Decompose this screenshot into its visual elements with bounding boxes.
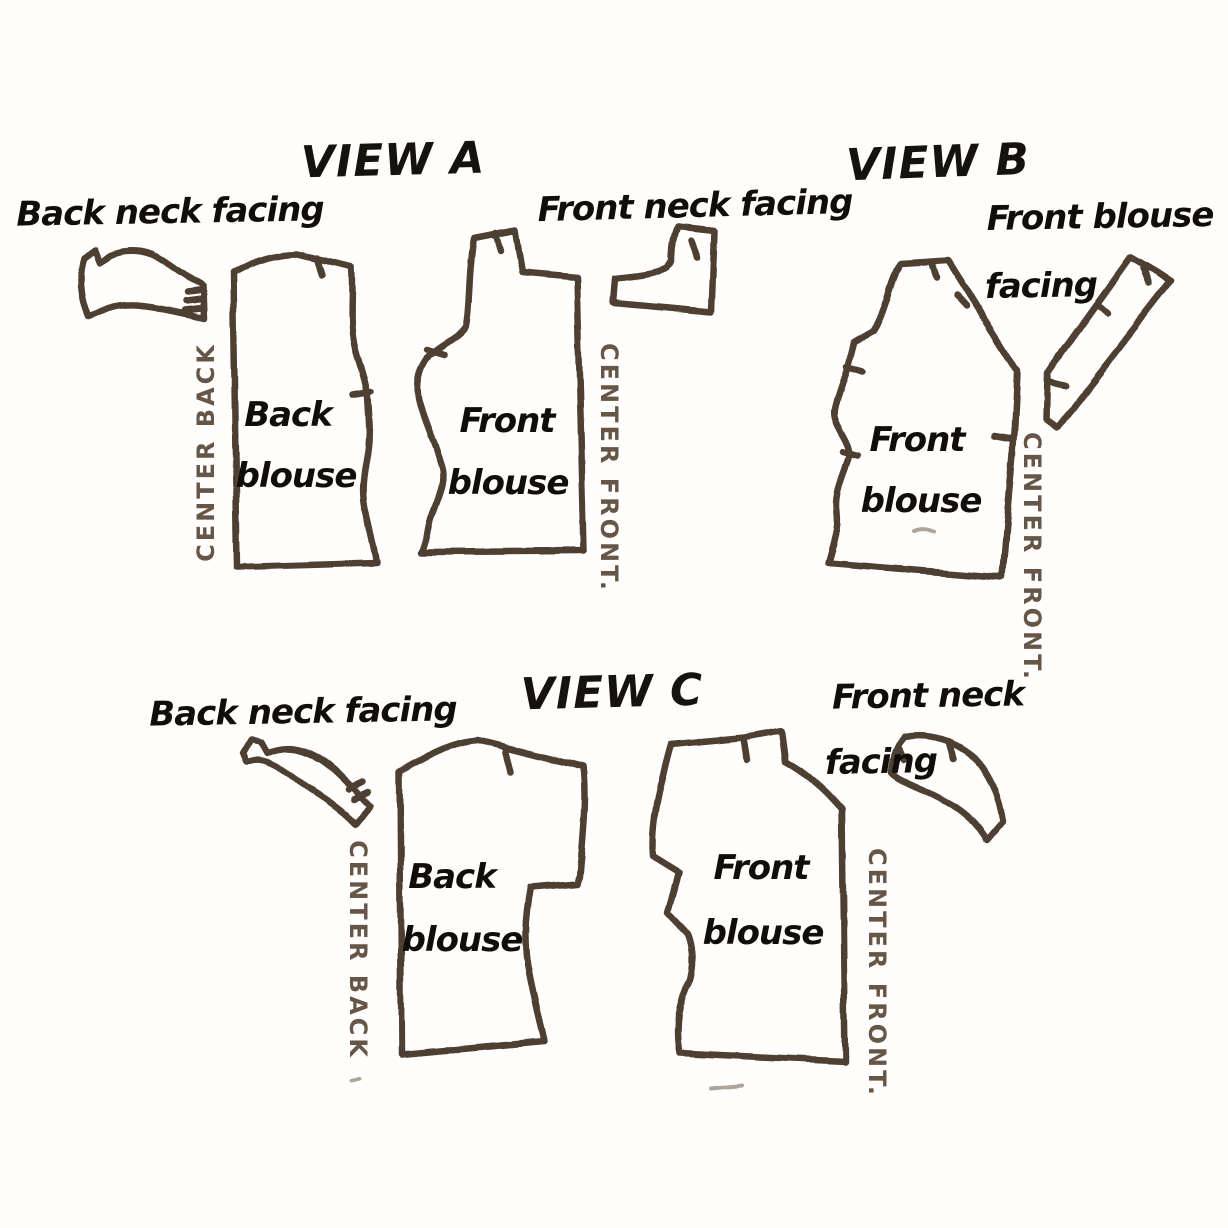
view-b-front-blouse-facing-outline — [1042, 253, 1175, 431]
view-a-center-front-stamp: CENTER FRONT. — [595, 343, 623, 593]
view-a-front-neck-facing-outline — [610, 223, 718, 316]
view-c-back-neck-facing-outline — [239, 734, 375, 827]
view-c-front-blouse-label-line1: Front — [713, 848, 809, 888]
view-c-front-neck-facing-outline — [888, 732, 1007, 845]
view-a-front-blouse-label-line2: blouse — [447, 463, 570, 503]
view-c-center-front-stamp: CENTER FRONT. — [863, 848, 891, 1098]
view-c-front-blouse-label-line2: blouse — [702, 913, 825, 953]
view-a-back-blouse-label-line1: Back — [244, 395, 333, 435]
view-c-back-neck-facing-label: Back neck facing — [148, 689, 458, 735]
view-b-front-blouse-facing-label-line1: Front blouse — [986, 195, 1214, 239]
view-c-front-blouse-outline — [649, 726, 849, 1065]
view-c-front-neck-facing-label-line2: facing — [824, 741, 938, 783]
view-c-front-neck-facing-label-line1: Front neck — [831, 674, 1025, 718]
view-c-back-blouse-label-line2: blouse — [401, 920, 524, 960]
view-a-back-neck-facing-outline — [77, 245, 208, 322]
view-a-front-neck-facing-label: Front neck facing — [537, 181, 853, 231]
view-b-front-blouse-outline — [824, 257, 1021, 581]
stray-pen-marks — [350, 526, 937, 1091]
view-b-title: VIEW B — [845, 133, 1031, 192]
view-a-center-back-stamp: CENTER BACK — [192, 342, 220, 562]
view-c-back-blouse-label-line1: Back — [408, 857, 497, 897]
view-c-center-back-stamp: CENTER BACK — [344, 840, 372, 1060]
view-a-back-blouse-outline — [229, 250, 381, 571]
view-a-title: VIEW A — [300, 132, 486, 189]
view-b-front-blouse-label-line2: blouse — [860, 481, 983, 521]
view-c-back-blouse-outline — [395, 736, 588, 1059]
view-a-front-blouse-outline — [414, 227, 588, 556]
view-a-front-blouse-label-line1: Front — [459, 401, 555, 441]
view-c-title: VIEW C — [520, 664, 704, 721]
view-b-center-front-stamp: CENTER FRONT. — [1018, 432, 1046, 682]
view-b-front-blouse-facing-label-line2: facing — [984, 265, 1098, 307]
view-a-back-neck-facing-label: Back neck facing — [15, 189, 325, 235]
view-b-front-blouse-label-line1: Front — [869, 420, 965, 460]
view-a-back-blouse-label-line2: blouse — [235, 456, 358, 496]
